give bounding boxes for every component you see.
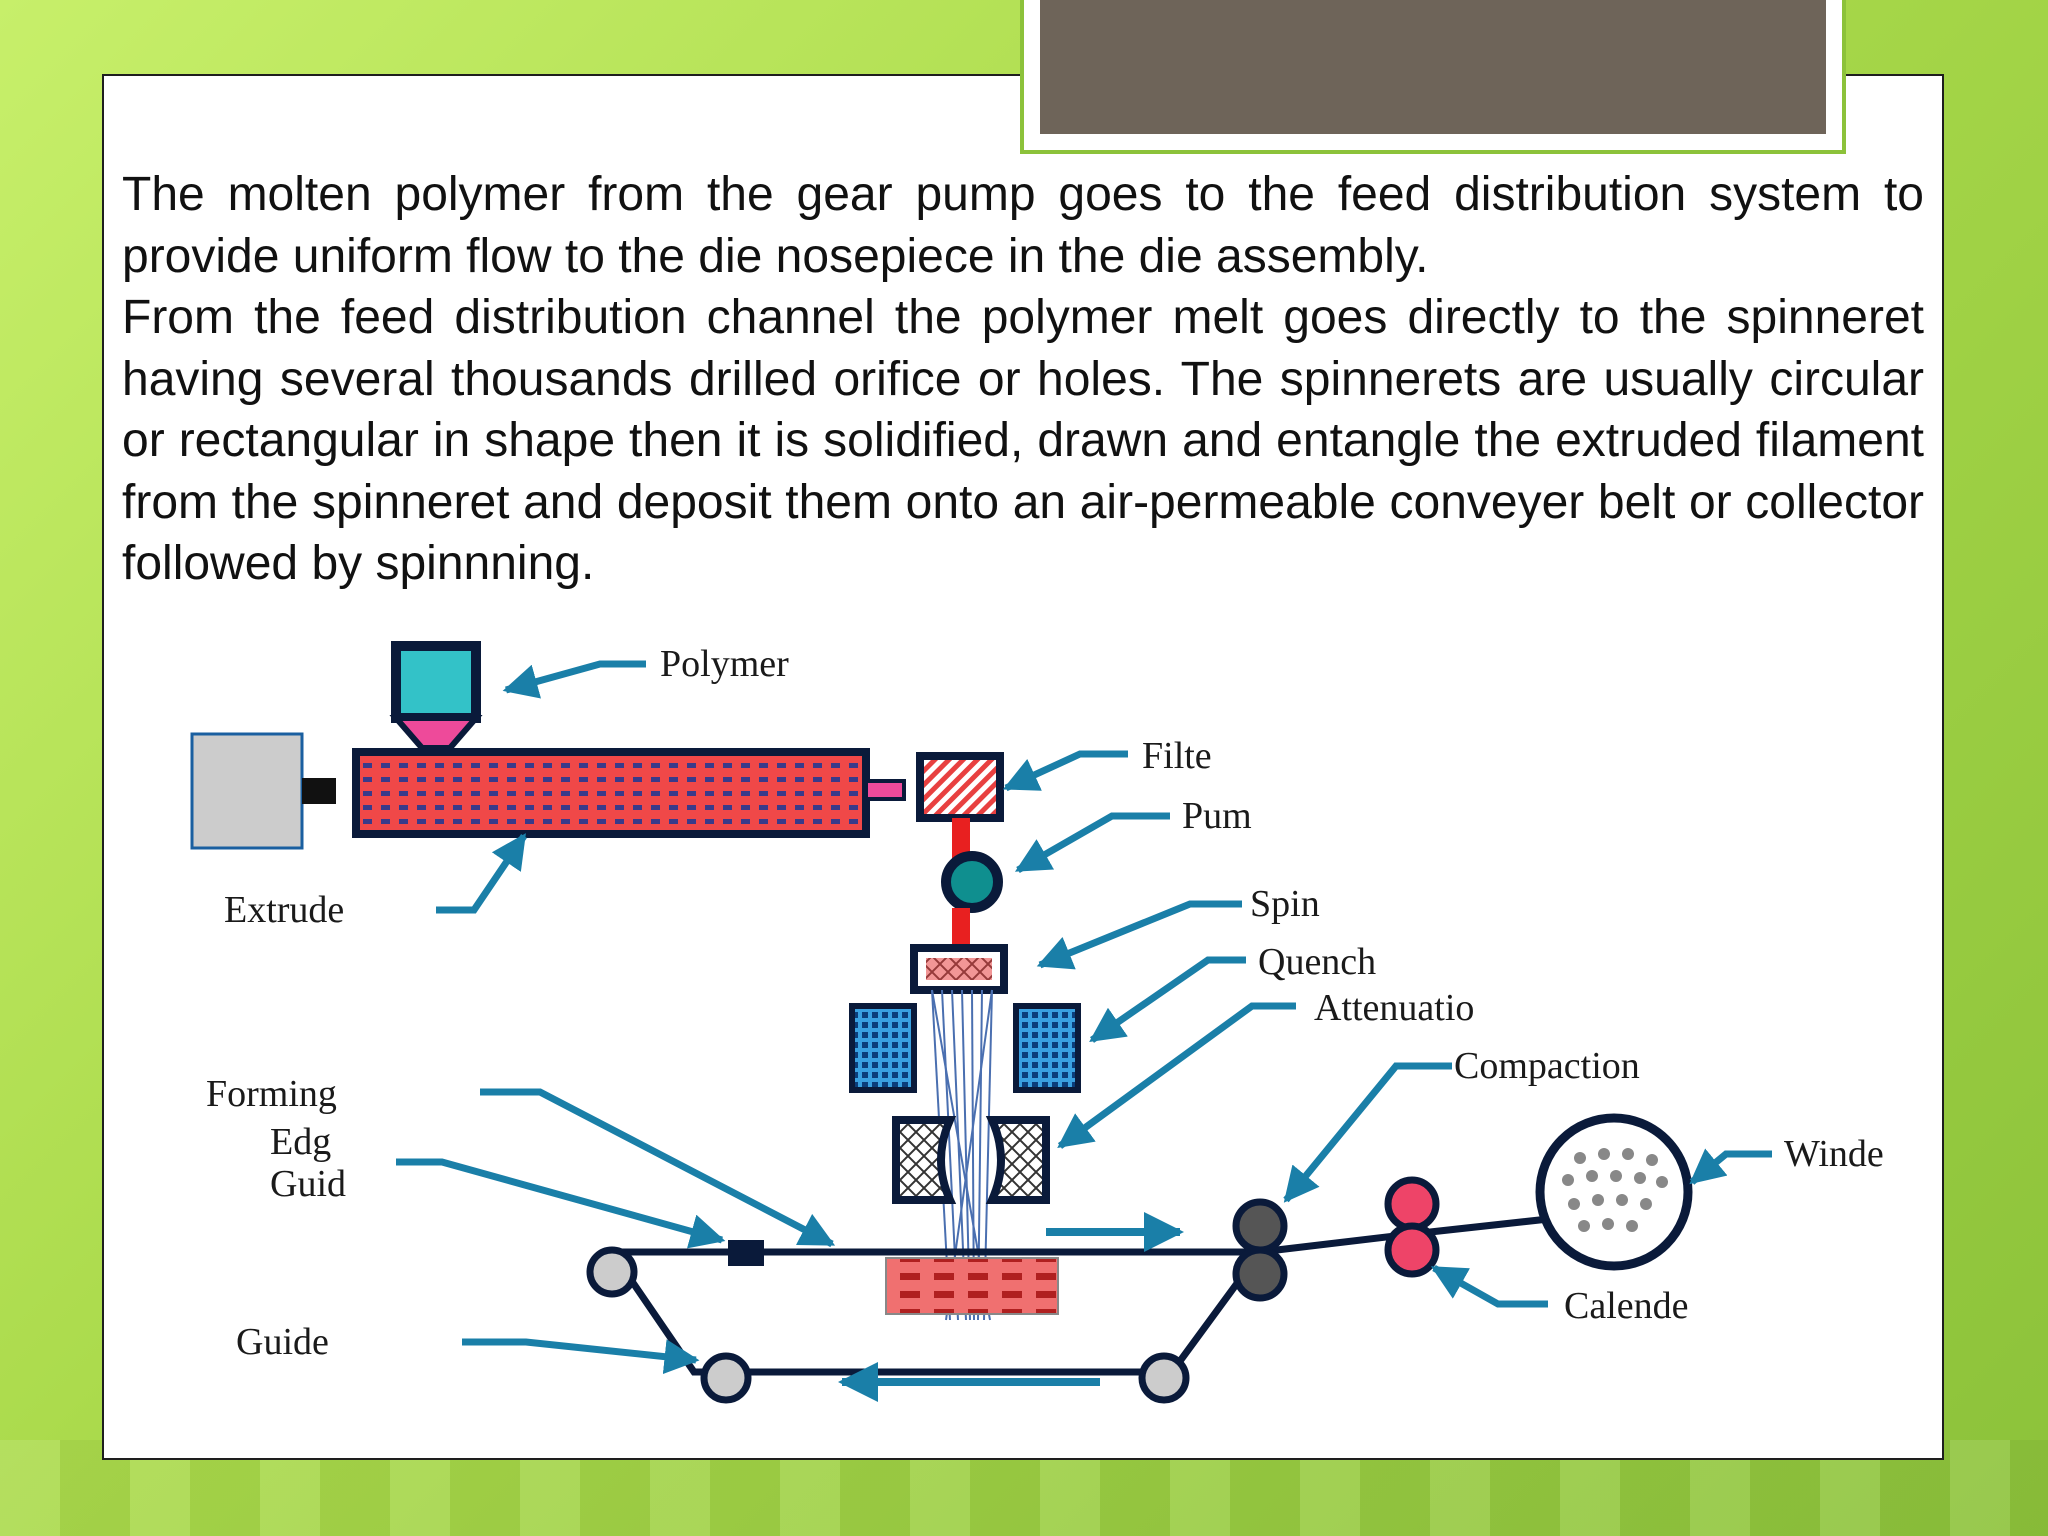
guide-roller-bottom-left (700, 1352, 752, 1404)
flow-arrows (838, 1212, 1184, 1402)
calender-roller-top (1384, 1176, 1440, 1232)
slide-body-text: The molten polymer from the gear pump go… (122, 164, 1924, 595)
title-placeholder (1040, 0, 1826, 134)
label-filter: Filte (1142, 735, 1212, 777)
gear-pump (941, 851, 1003, 913)
attenuator-left (892, 1116, 957, 1204)
spunbond-process-diagram: Polymer Filte Pum Extrude Spin Quench At… (190, 641, 1884, 1404)
forming-bed (885, 1257, 1059, 1315)
label-quench: Quench (1258, 941, 1376, 983)
spinneret-red-band (926, 958, 992, 980)
hopper-funnel (389, 715, 483, 751)
conveyor-belt (609, 1210, 1595, 1376)
melt-line-lower (952, 908, 970, 948)
paragraph-2: From the feed distribution channel the p… (122, 291, 1924, 590)
motor-box (190, 732, 304, 850)
label-guide: Guide (236, 1321, 329, 1363)
label-spin: Spin (1250, 883, 1320, 925)
label-edge-guide-2: Guid (270, 1163, 346, 1205)
winder-dots (1562, 1148, 1668, 1232)
paragraph-1: The molten polymer from the gear pump go… (122, 168, 1924, 283)
hopper (391, 641, 481, 723)
compaction-roller-bottom (1232, 1246, 1288, 1302)
label-forming: Forming (206, 1073, 337, 1115)
compaction-roller-top (1232, 1198, 1288, 1254)
barrel-outlet (864, 779, 906, 801)
edge-guide-block (728, 1240, 764, 1266)
label-winder: Winde (1784, 1133, 1884, 1175)
label-pump: Pum (1182, 795, 1252, 837)
guide-roller-left (586, 1246, 638, 1298)
label-extruder: Extrude (224, 889, 344, 931)
motor-shaft (302, 778, 336, 804)
label-compaction: Compaction (1454, 1045, 1640, 1087)
label-leaders (396, 660, 1772, 1375)
extruder-barrel (352, 748, 870, 838)
label-polymer: Polymer (660, 643, 789, 685)
label-edge-guide-1: Edg (270, 1121, 331, 1163)
label-attenuation: Attenuatio (1314, 987, 1474, 1029)
guide-roller-bottom-right (1138, 1352, 1190, 1404)
label-calender: Calende (1564, 1285, 1689, 1327)
quench-right (1013, 1003, 1081, 1093)
winder-roll (1535, 1113, 1693, 1271)
filter-block (916, 752, 1004, 822)
attenuator-right (985, 1116, 1050, 1204)
calender-roller-bottom (1384, 1222, 1440, 1278)
quench-left (849, 1003, 917, 1093)
